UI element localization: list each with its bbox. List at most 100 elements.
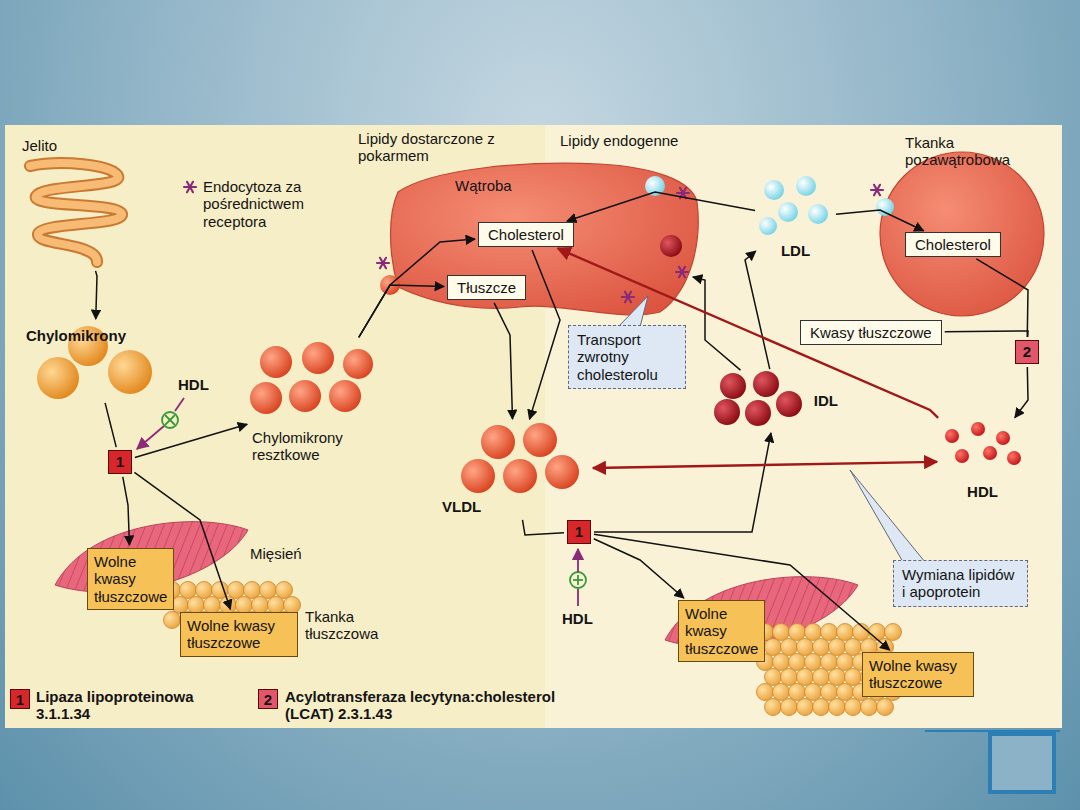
product-box: Wolne kwasy tłuszczowe <box>87 548 174 610</box>
tissue-label: Tkanka tłuszczowa <box>305 608 415 643</box>
node-text: LDL <box>781 242 810 259</box>
node-text: Kwasy tłuszczowe <box>810 324 932 341</box>
adipose-tissue-illustration <box>877 699 894 716</box>
node-text: 2 <box>1023 343 1031 360</box>
node-text: Wolne kwasy tłuszczowe <box>685 605 758 657</box>
enzyme-box: 1 <box>108 450 132 474</box>
adipose-tissue-illustration <box>837 684 854 701</box>
adipose-tissue-illustration <box>837 654 854 671</box>
node-text: Transport zwrotny cholesterolu <box>577 331 677 383</box>
ldl-particles <box>759 176 828 235</box>
chylomicron-remnant-particles <box>329 380 361 412</box>
adipose-tissue-illustration <box>797 669 814 686</box>
adipose-tissue-illustration <box>829 669 846 686</box>
receptor-bound-particle <box>660 235 682 257</box>
enzyme-box: 2 <box>1015 340 1039 364</box>
adipose-tissue-illustration <box>837 624 854 641</box>
hdl-regulation-symbol <box>570 572 586 588</box>
adipose-tissue-illustration <box>765 699 782 716</box>
hdl-regulation-symbol <box>137 398 586 606</box>
lipoprotein-cluster: HDL <box>940 420 1025 502</box>
hdl-particles <box>945 429 959 443</box>
adipose-tissue-illustration <box>805 684 822 701</box>
idl-particles <box>776 391 802 417</box>
ldl-particles <box>808 204 828 224</box>
adipose-tissue-illustration <box>813 699 830 716</box>
ldl-particles <box>759 217 777 235</box>
vldl-particles <box>461 423 579 493</box>
lipoprotein-cluster: IDL <box>712 372 842 430</box>
note-label: Endocytoza za pośrednictwem receptora <box>203 178 333 230</box>
adipose-tissue-illustration <box>813 669 830 686</box>
node-text: Wolne kwasy tłuszczowe <box>94 553 167 605</box>
callout-pointer <box>618 296 648 327</box>
node-text: Wolne kwasy tłuszczowe <box>187 617 291 652</box>
adipose-tissue-illustration <box>829 699 846 716</box>
idl-particles <box>753 371 779 397</box>
lipoprotein-cluster: Chylomikrony <box>22 322 167 400</box>
adipose-tissue-illustration <box>276 582 293 599</box>
chylomicron-remnant-particles <box>289 380 321 412</box>
hdl-regulation-symbol <box>577 575 579 585</box>
extrahepatic-tissue-illustration <box>880 152 1044 316</box>
node-text: IDL <box>814 392 838 409</box>
adipose-tissue-illustration <box>180 582 197 599</box>
hdl-regulation-symbol <box>577 589 579 606</box>
muscle-illustration <box>776 565 816 665</box>
adipose-tissue-illustration <box>244 582 261 599</box>
node-text: Cholesterol <box>488 226 564 243</box>
adipose-tissue-illustration <box>773 654 790 671</box>
product-box: Wolne kwasy tłuszczowe <box>180 612 298 657</box>
connector-arrow <box>105 403 116 447</box>
ldl-particles <box>764 180 784 200</box>
adipose-tissue-illustration <box>268 597 285 614</box>
vldl-particles <box>545 455 579 489</box>
slide-decoration <box>925 730 1060 732</box>
adipose-tissue-illustration <box>781 669 798 686</box>
chylomicron-remnant-particles <box>260 346 292 378</box>
hdl-regulation-symbol <box>165 415 175 425</box>
process-box: Tłuszcze <box>447 275 526 300</box>
tissue-label: Mięsień <box>250 545 302 562</box>
connector-arrow <box>135 424 247 457</box>
muscle-illustration <box>857 565 897 665</box>
intestine-illustration <box>30 163 122 262</box>
hdl-particles <box>971 422 985 436</box>
note-label: Lipidy endogenne <box>560 132 678 149</box>
lipoprotein-cluster: LDL <box>758 175 833 261</box>
adipose-tissue-illustration <box>797 639 814 656</box>
node-text: Chylomikrony <box>26 327 126 344</box>
connector-arrow <box>836 210 924 231</box>
connector-arrow <box>594 433 771 532</box>
vldl-particles <box>503 459 537 493</box>
node-text: Wątroba <box>455 177 512 194</box>
connector-arrow <box>1015 367 1028 418</box>
node-text: Chylomikrony resztkowe <box>252 429 388 464</box>
chylomicron-particles <box>37 357 79 399</box>
lipoprotein-cluster: VLDL <box>438 422 590 517</box>
adipose-tissue-illustration <box>797 699 814 716</box>
connector-arrow <box>976 259 1028 337</box>
adipose-tissue-illustration <box>228 582 245 599</box>
connector-arrow <box>359 285 444 337</box>
hdl-particles <box>1007 451 1021 465</box>
vldl-particles <box>481 425 515 459</box>
regulator-label: HDL <box>178 376 209 393</box>
hdl-particles <box>983 446 997 460</box>
node-text: Wolne kwasy tłuszczowe <box>869 657 967 692</box>
adipose-tissue-illustration <box>821 684 838 701</box>
adipose-tissue-illustration <box>813 639 830 656</box>
product-box: Wolne kwasy tłuszczowe <box>862 652 974 697</box>
product-box: Wolne kwasy tłuszczowe <box>678 600 765 662</box>
connector-arrow <box>494 303 512 419</box>
node-text: Wymiana lipidów i apoprotein <box>902 566 1019 601</box>
idl-particles <box>714 399 740 425</box>
adipose-tissue-illustration <box>236 597 253 614</box>
tissue-organ: Tkanka pozawątrobowaCholesterol <box>875 132 1055 316</box>
muscle-illustration <box>794 565 834 665</box>
vldl-particles <box>523 423 557 457</box>
intestine-illustration <box>30 163 122 262</box>
muscle-illustration <box>650 565 906 665</box>
process-box: Kwasy tłuszczowe <box>800 320 942 345</box>
